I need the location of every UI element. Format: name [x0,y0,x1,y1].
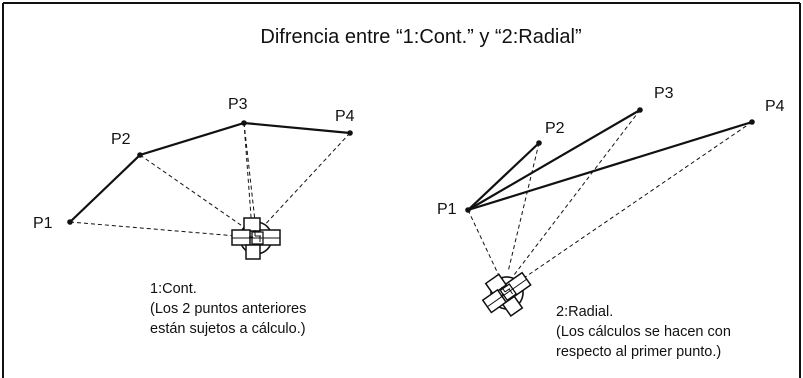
left-sight-line-p3-b [243,122,257,231]
left-point-p3 [241,120,247,126]
left-sight-line-p3-a [243,122,253,231]
left-point-p2 [137,152,143,158]
left-diagram: P1 P2 P3 P4 1:Cont. (Los 2 puntos anteri… [33,96,355,337]
right-point-p4 [749,119,755,125]
right-label-p4: P4 [765,98,785,115]
right-caption-line-3: respecto al primer punto.) [556,344,721,360]
right-radial-line-p4 [467,120,753,212]
right-diagram: P1 P2 P3 P4 2:Radial. (Los cálculos se h… [437,85,785,360]
right-radial-line-p3 [467,109,641,211]
left-label-p2: P2 [111,131,131,148]
right-point-p2 [536,140,542,146]
left-sight-line-p4 [259,132,351,231]
right-instrument-icon [475,262,540,325]
right-label-p1: P1 [437,201,457,218]
left-point-p1 [67,219,73,225]
left-label-p3: P3 [228,96,248,113]
right-point-p3 [637,107,643,113]
left-traverse-line [69,121,351,223]
left-sight-line-p2 [139,154,249,231]
right-caption-line-2: (Los cálculos se hacen con [556,324,731,340]
right-sight-line-p4 [517,121,753,283]
right-sight-line-p1 [467,209,501,279]
right-sight-line-p3 [513,109,641,276]
right-label-p3: P3 [654,85,674,102]
right-sight-line-p2 [507,142,540,273]
right-caption-line-1: 2:Radial. [556,304,613,320]
left-caption-line-2: (Los 2 puntos anteriores [150,301,306,317]
left-sight-line-p1 [69,221,249,238]
diagram-title: Difrencia entre “1:Cont.” y “2:Radial” [260,26,581,48]
left-caption-line-3: están sujetos a cálculo.) [150,321,306,337]
left-label-p4: P4 [335,108,355,125]
left-caption-line-1: 1:Cont. [150,281,197,297]
left-point-p4 [347,130,353,136]
right-point-p1 [465,207,471,213]
right-label-p2: P2 [545,120,565,137]
left-label-p1: P1 [33,215,53,232]
right-radial-line-p2 [467,142,540,211]
